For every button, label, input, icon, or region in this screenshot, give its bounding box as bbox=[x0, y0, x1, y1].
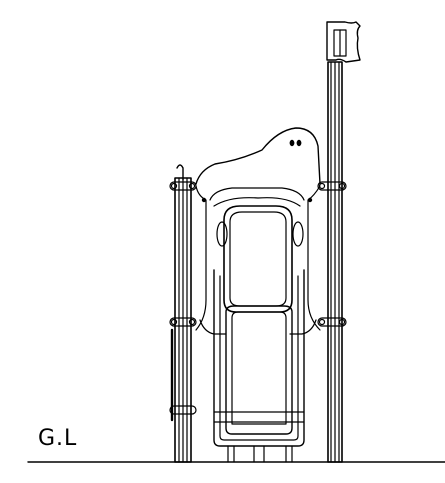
right-post bbox=[327, 61, 343, 463]
animal-panel bbox=[195, 127, 321, 185]
ground-level-label: G.L bbox=[38, 426, 78, 451]
flag-icon bbox=[326, 21, 361, 63]
slide-hood bbox=[223, 205, 293, 313]
post-clamps bbox=[169, 181, 347, 415]
left-post bbox=[170, 164, 192, 463]
slide-feet bbox=[227, 445, 293, 463]
slide-chute bbox=[213, 269, 305, 447]
